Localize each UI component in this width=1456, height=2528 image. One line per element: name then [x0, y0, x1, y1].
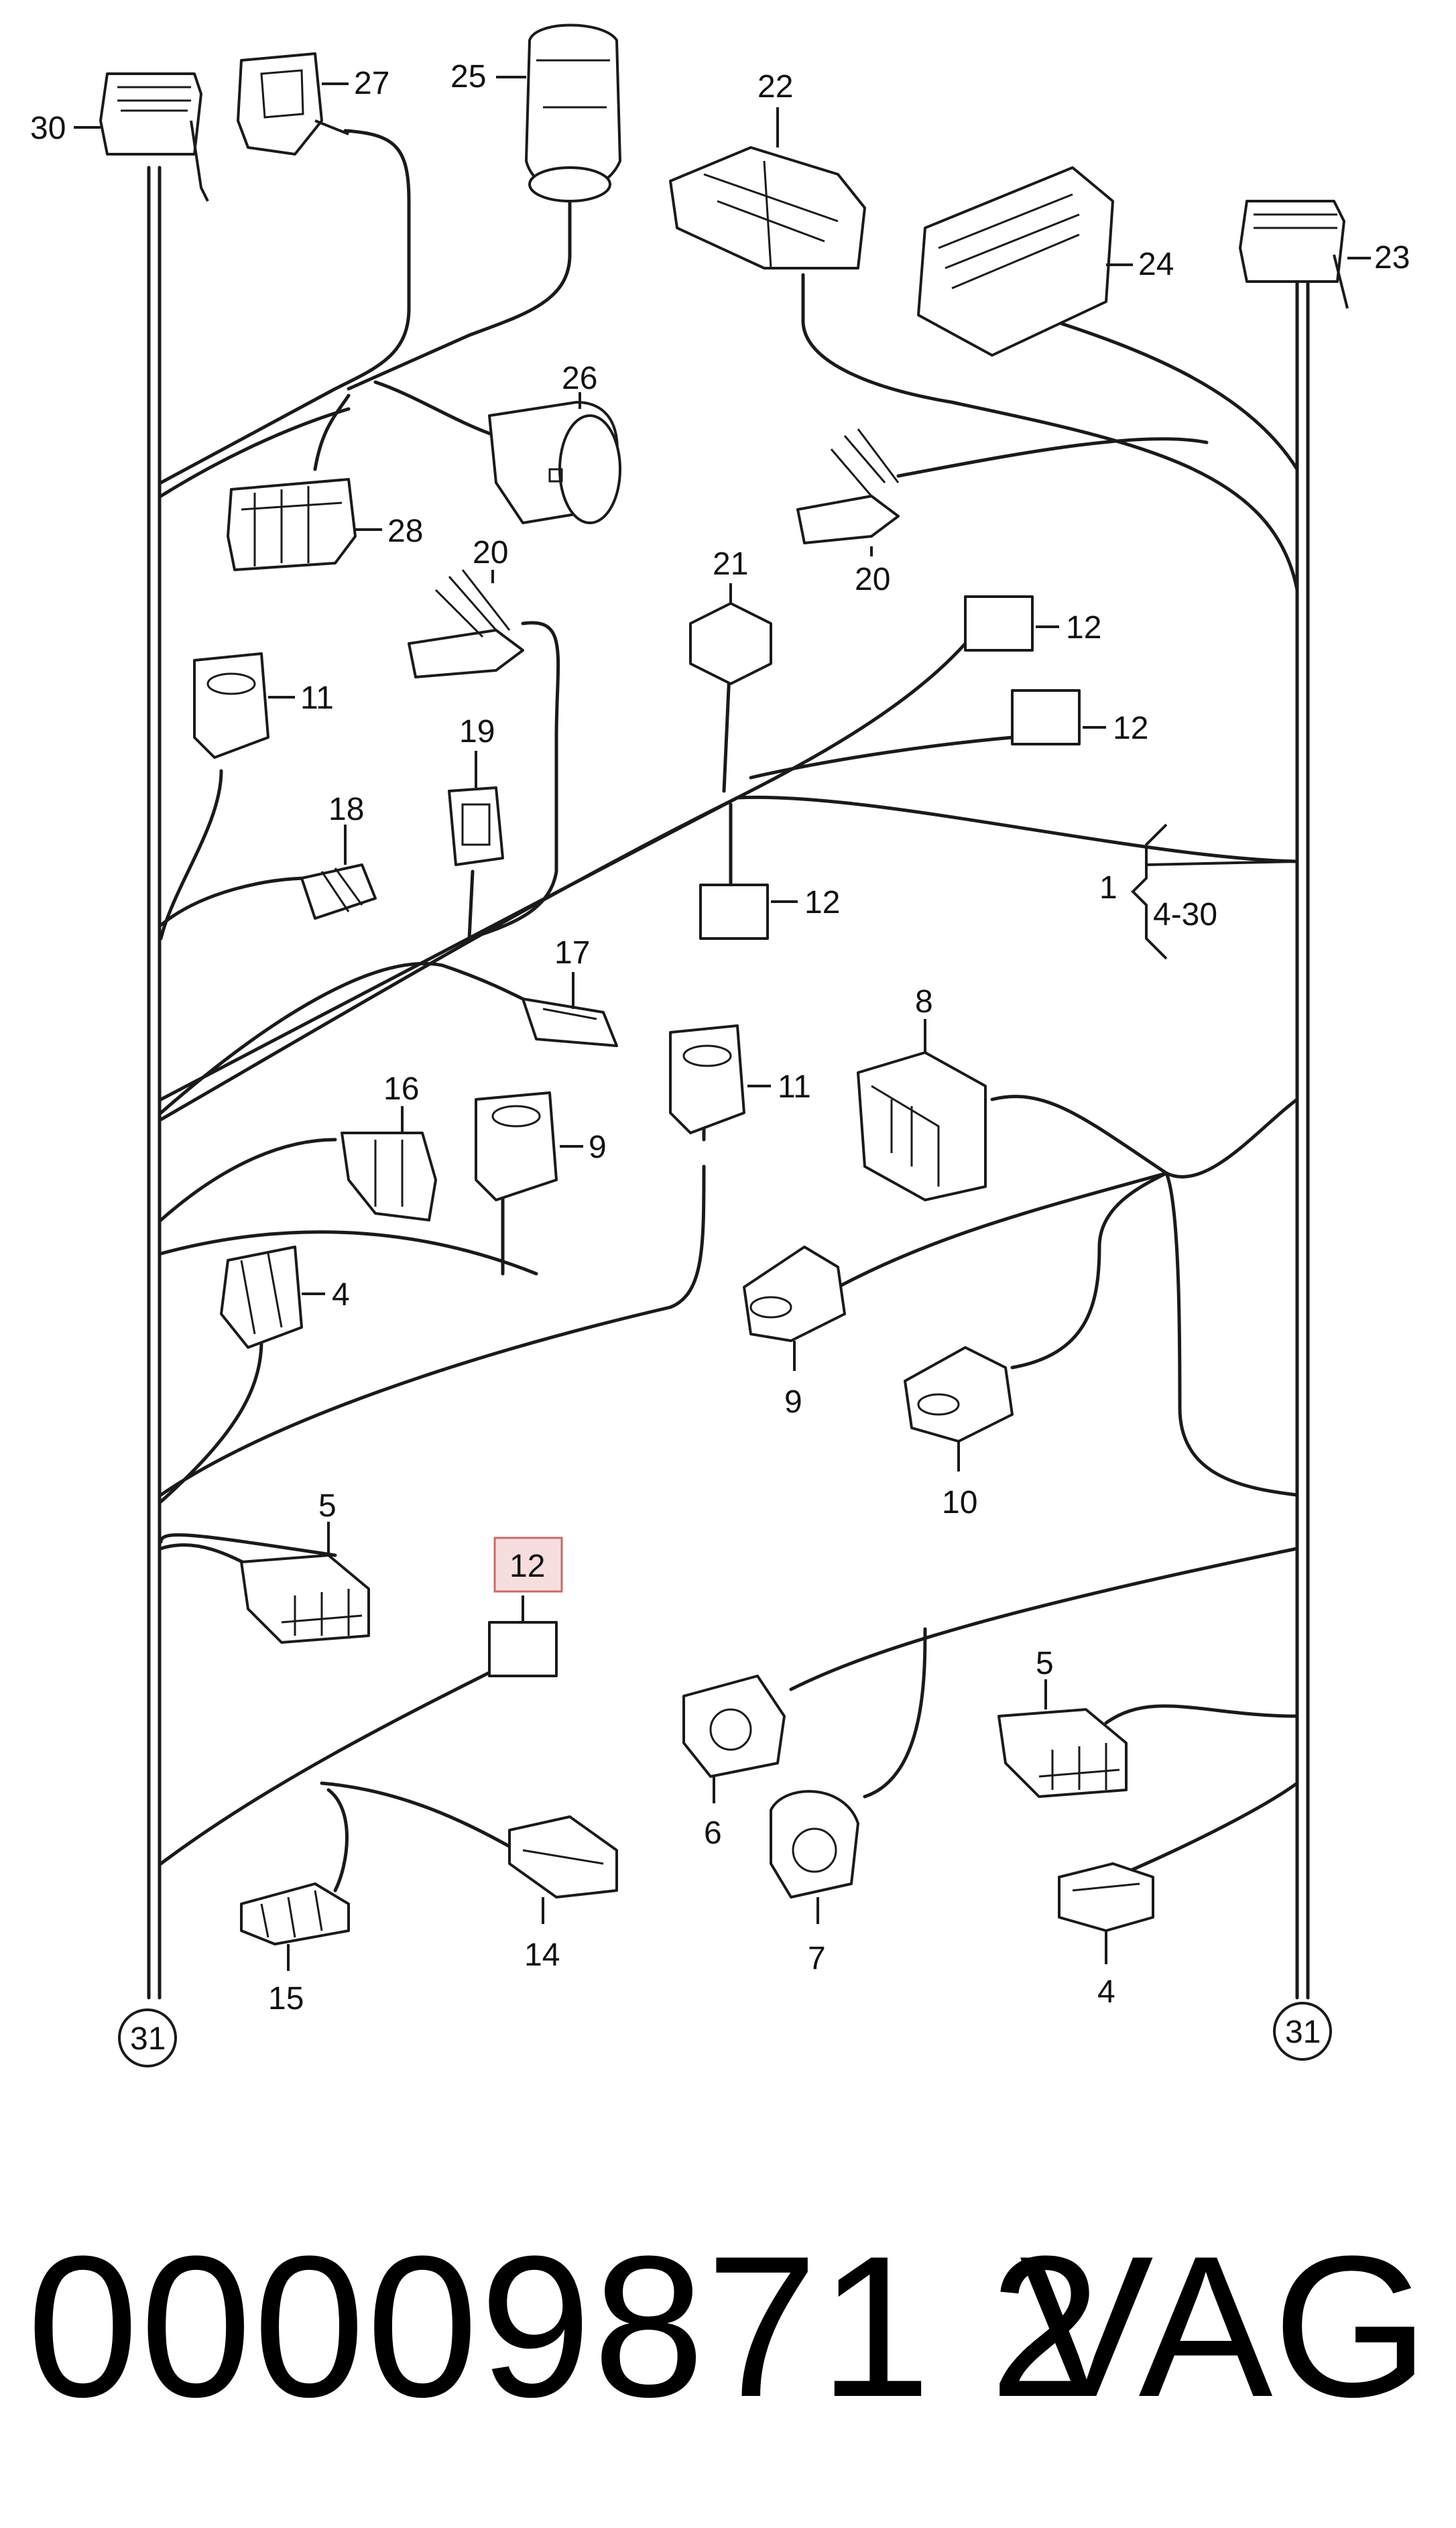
label-8: 8	[915, 984, 933, 1020]
label-6: 6	[704, 1815, 722, 1851]
label-20-upper: 20	[855, 562, 890, 597]
label-27: 27	[354, 66, 389, 101]
label-18: 18	[328, 792, 364, 827]
harness-wires	[147, 129, 1310, 2000]
connector-11-upper	[193, 652, 269, 759]
connector-24	[917, 166, 1114, 357]
connector-7	[770, 1790, 859, 1899]
connector-28	[227, 478, 357, 571]
connector-20-lower	[408, 569, 524, 678]
connector-27	[237, 52, 349, 156]
connector-15	[240, 1882, 350, 1945]
label-24: 24	[1138, 247, 1174, 282]
label-14: 14	[524, 1937, 560, 1973]
label-17: 17	[554, 935, 590, 971]
connector-12-a	[964, 595, 1034, 652]
label-7: 7	[808, 1941, 826, 1976]
connector-5-left	[240, 1554, 370, 1644]
leader-lines	[74, 76, 1371, 1971]
part-number: 00009871 2	[27, 2214, 1103, 2439]
label-28: 28	[387, 514, 423, 549]
label-20-lower: 20	[473, 535, 508, 570]
connector-18	[300, 863, 377, 920]
connector-11-lower	[669, 1024, 745, 1134]
label-12-c: 12	[804, 885, 840, 920]
connector-16	[341, 1132, 437, 1221]
connector-22	[669, 146, 866, 269]
label-4-lower: 4	[1097, 1974, 1115, 2010]
brand-label: VAG	[1019, 2214, 1429, 2439]
label-4-30: 4-30	[1153, 897, 1217, 932]
label-9-right: 9	[784, 1384, 802, 1420]
label-5-left: 5	[318, 1488, 337, 1524]
connector-5-right	[997, 1708, 1128, 1798]
label-11-upper: 11	[300, 680, 334, 716]
label-26: 26	[562, 361, 597, 396]
connector-12-d	[488, 1621, 558, 1677]
label-31-right: 31	[1285, 2014, 1321, 2050]
label-19: 19	[459, 714, 495, 749]
label-5-right: 5	[1036, 1646, 1054, 1681]
connector-10	[904, 1346, 1014, 1443]
connector-14	[508, 1815, 618, 1899]
connector-26	[488, 401, 621, 524]
label-12-a: 12	[1066, 610, 1101, 646]
connector-23	[1239, 200, 1349, 309]
label-30: 30	[30, 111, 66, 146]
label-22: 22	[757, 69, 793, 105]
label-12-b: 12	[1113, 711, 1148, 746]
connector-12-b	[1011, 689, 1081, 745]
label-11-lower: 11	[778, 1069, 811, 1105]
connector-9-right	[743, 1246, 846, 1342]
connector-30	[99, 72, 209, 202]
connector-19	[448, 786, 504, 866]
label-10: 10	[942, 1485, 977, 1520]
label-12-d: 12	[509, 1549, 545, 1584]
connector-21	[689, 602, 772, 685]
label-16: 16	[383, 1071, 419, 1107]
ref-circle-31-left	[118, 2008, 177, 2067]
ref-circle-31-right	[1273, 2002, 1332, 2061]
callout-labels: 30 27 25 22 24 23 26 28 20 20 21 12 12 1…	[30, 59, 1410, 2057]
label-31-left: 31	[130, 2021, 166, 2057]
connector-8	[857, 1051, 987, 1201]
bracket-1	[1131, 823, 1298, 960]
label-9-left: 9	[589, 1130, 607, 1165]
connector-4-lower	[1058, 1862, 1154, 1932]
connector-20-upper	[796, 428, 900, 544]
label-4-upper: 4	[332, 1277, 350, 1313]
connector-25	[525, 23, 621, 202]
label-25: 25	[450, 59, 486, 95]
label-1: 1	[1099, 870, 1117, 906]
label-23: 23	[1374, 240, 1410, 276]
connector-12-c	[699, 884, 769, 940]
label-21: 21	[713, 546, 748, 582]
connector-17	[522, 998, 618, 1047]
connector-9-left	[475, 1091, 558, 1201]
label-15: 15	[268, 1981, 304, 2017]
footer: 00009871 2 VAG	[0, 2185, 1456, 2467]
connector-6	[682, 1675, 786, 1778]
highlight-box	[493, 1537, 563, 1593]
connector-4-upper	[220, 1246, 303, 1349]
